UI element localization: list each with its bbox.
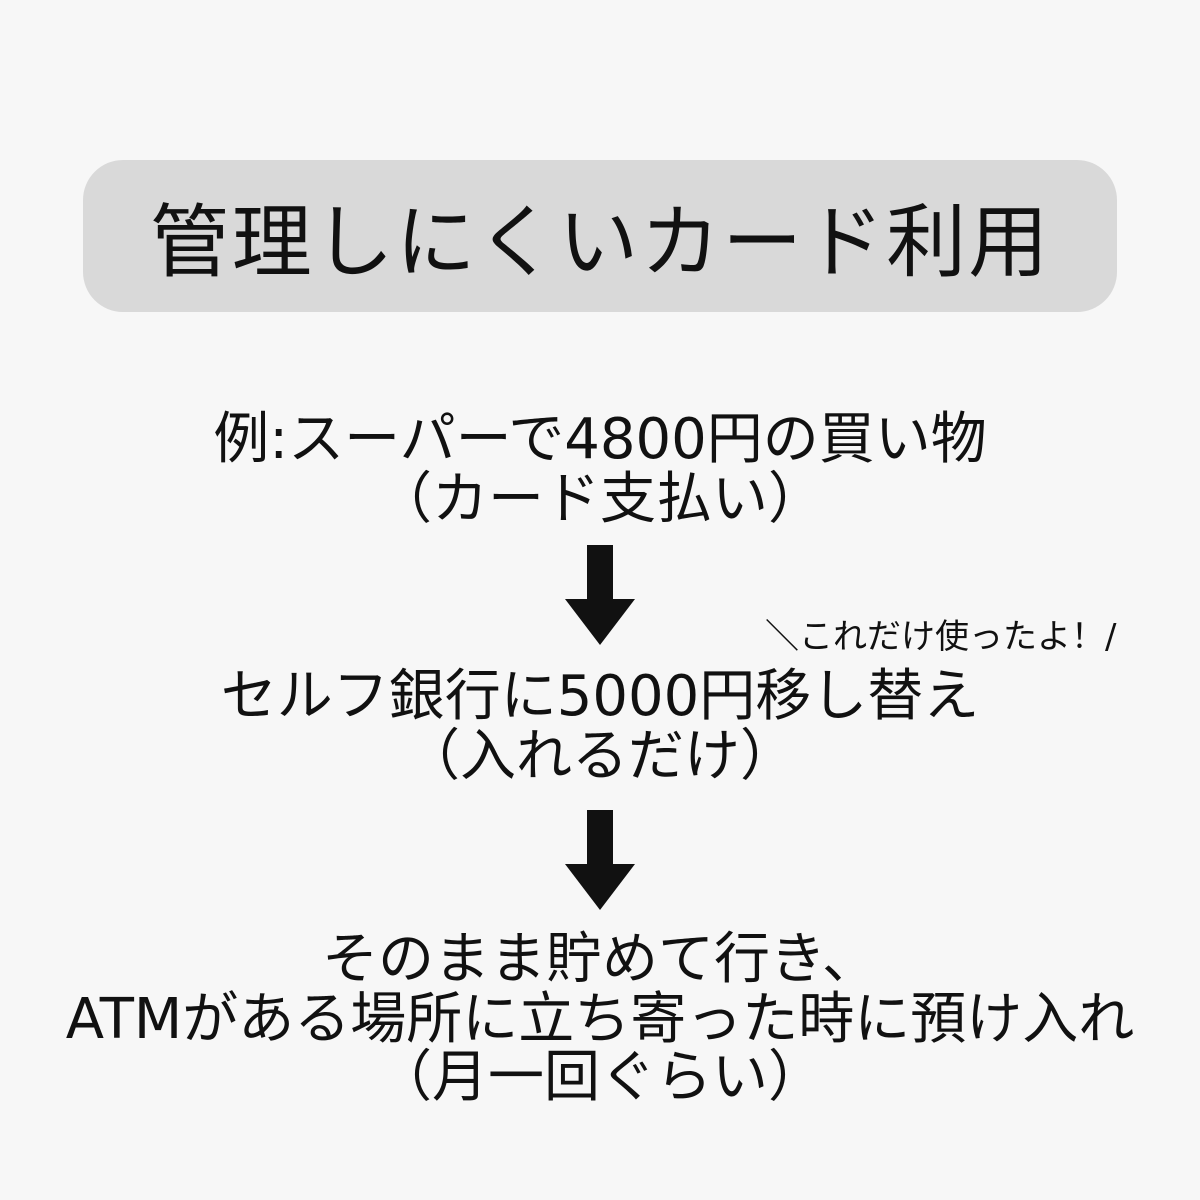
step3-line2: ATMがある場所に立ち寄った時に預け入れ (65, 987, 1135, 1052)
title-banner: 管理しにくいカード利用 (83, 160, 1117, 312)
title: 管理しにくいカード利用 (149, 196, 1051, 289)
annotation-note: ＼これだけ使ったよ！/ (765, 617, 1117, 657)
step1-line1: 例:スーパーで4800円の買い物 (213, 407, 987, 472)
step2-line1: セルフ銀行に5000円移し替え (220, 664, 980, 729)
down-arrow-icon (565, 545, 635, 645)
down-arrow-icon (565, 810, 635, 910)
step2-line2: （入れるだけ） (404, 724, 796, 789)
step1-line2: （カード支払い） (376, 467, 824, 532)
step3-line3: （月一回ぐらい） (376, 1045, 824, 1110)
step3-line1: そのまま貯めて行き、 (321, 927, 879, 992)
